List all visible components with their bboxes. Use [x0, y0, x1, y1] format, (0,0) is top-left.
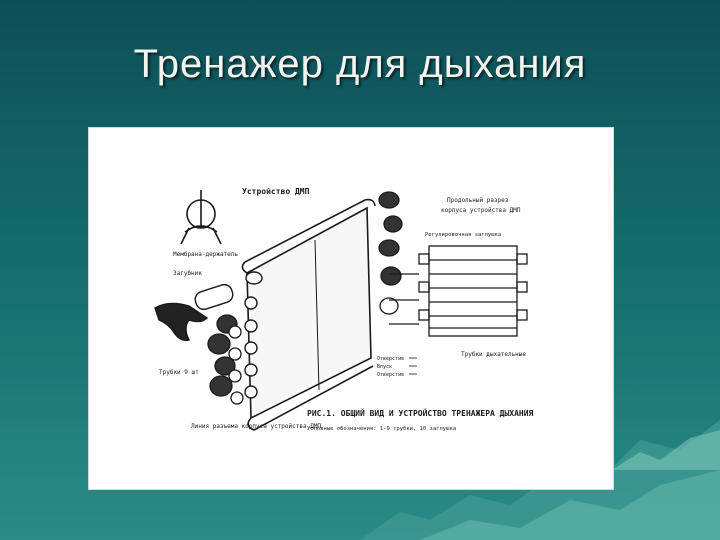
label-opening-1: Отверстие — [377, 356, 404, 362]
section-title-2: корпуса устройства ДМП — [441, 207, 521, 214]
section-title-1: Продольный разрез — [447, 197, 509, 204]
diagram-figure: Мембрана-держатель Загубник Трубки 9 шт … — [88, 127, 614, 490]
label-opening-2: Впуск — [377, 364, 392, 370]
cross-section — [389, 245, 528, 337]
caps-right — [378, 191, 403, 315]
diagram-caption-sub: Условные обозначения: 1-9 трубки, 10 заг… — [307, 425, 456, 432]
mouthpiece — [154, 283, 234, 342]
device-body — [241, 198, 376, 431]
loose-tubes-left — [207, 314, 244, 405]
label-tubes: Трубки 9 шт — [159, 369, 199, 376]
label-housing: Линия разъема корпуса устройства ДМП — [191, 423, 321, 430]
label-adjust: Регулировочная заглушка — [425, 232, 501, 238]
diagram-caption: РИС.1. ОБЩИЙ ВИД И УСТРОЙСТВО ТРЕНАЖЕРА … — [307, 407, 534, 418]
membrane-holder — [180, 190, 222, 245]
label-device: Устройство ДМП — [242, 187, 310, 196]
label-opening-3: Отверстие — [377, 372, 404, 378]
slide-title: Тренажер для дыхания — [133, 42, 587, 86]
label-plug: Загубник — [173, 270, 202, 277]
label-membrane: Мембрана-держатель — [173, 251, 238, 258]
panel-tube-ends — [244, 271, 263, 399]
label-flow: Трубки дыхательные — [461, 351, 526, 358]
breathing-trainer-diagram: Мембрана-держатель Загубник Трубки 9 шт … — [154, 187, 534, 432]
